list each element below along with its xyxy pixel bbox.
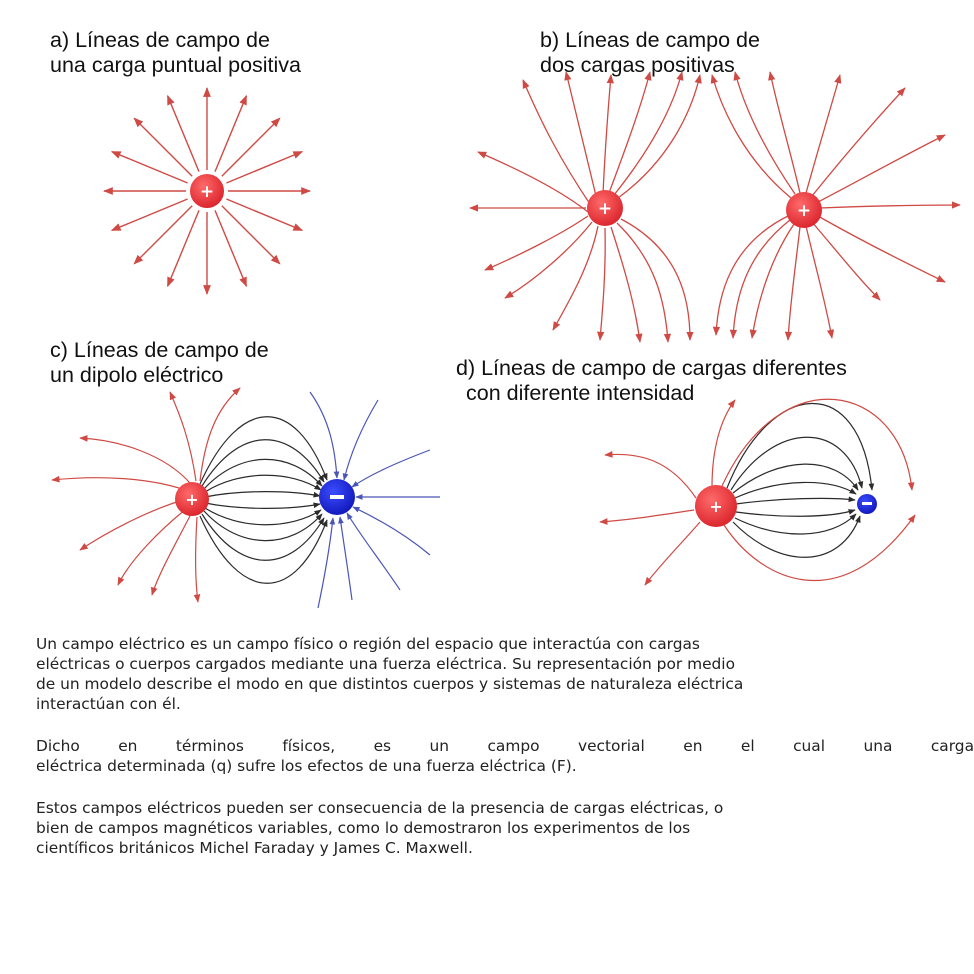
paragraph-2-line-2: eléctrica determinada (q) sufre los efec… [36, 757, 577, 775]
field-line [226, 198, 304, 232]
svg-text:+: + [709, 497, 722, 516]
field-line [133, 205, 193, 265]
negative-charge-d [857, 494, 877, 514]
field-line [221, 117, 281, 177]
panel-b-title: b) Líneas de campo de dos cargas positiv… [540, 28, 760, 78]
panel-c-title-line-2: un dipolo eléctrico [50, 363, 224, 387]
paragraph-2-word: una [863, 737, 893, 755]
positive-charge-b-right: + [786, 192, 822, 228]
negative-charge-c [319, 479, 355, 515]
paragraph-3-line-3: científicos británicos Michel Faraday y … [36, 839, 473, 857]
panel-d-connecting-lines [726, 402, 875, 558]
paragraph-2-word: cual [793, 737, 826, 755]
field-line [221, 205, 281, 265]
panel-c-positive-lines [51, 387, 241, 603]
positive-charge-c: + [175, 482, 209, 516]
field-line [226, 150, 304, 184]
field-lines-figure: + [51, 71, 961, 609]
paragraph-2-word: físicos, [282, 737, 336, 755]
field-line [214, 94, 248, 172]
paragraph-2-word: en [118, 737, 138, 755]
panel-b-field-lines [469, 71, 961, 343]
field-line [133, 117, 193, 177]
field-line [166, 94, 200, 172]
paragraph-2-line-1: Dicho en términos físicos, es un campo vectoria… [36, 736, 974, 756]
panel-c-title: c) Líneas de campo de un dipolo eléctric… [50, 338, 269, 388]
paragraph-2-word: en [683, 737, 703, 755]
paragraph-2-word: es [373, 737, 392, 755]
positive-charge-d: + [695, 485, 737, 527]
panel-c-negative-lines [309, 391, 440, 609]
field-line [166, 210, 200, 288]
paragraph-2-word: Dicho [36, 737, 80, 755]
paragraph-2-word: carga [930, 737, 974, 755]
paragraph-1-line-4: interactúan con él. [36, 695, 181, 713]
svg-text:+: + [200, 182, 214, 202]
paragraph-1-line-3: de un modelo describe el modo en que dis… [36, 675, 744, 693]
paragraph-2-word: el [740, 737, 755, 755]
panel-a-field-lines [103, 87, 311, 295]
paragraph-2-word: vectorial [577, 737, 645, 755]
panel-d-positive-lines [599, 398, 916, 586]
field-line [110, 150, 188, 184]
paragraph-2-word: campo [487, 737, 540, 755]
positive-charge-b-left: + [587, 190, 623, 226]
panel-d-title: d) Líneas de campo de cargas diferentes … [456, 356, 847, 406]
positive-charge-a: + [190, 174, 224, 208]
paragraph-1-line-1: Un campo eléctrico es un campo físico o … [36, 635, 700, 653]
svg-text:+: + [797, 201, 811, 221]
panel-b-title-line-1: b) Líneas de campo de [540, 28, 760, 52]
paragraph-3: Estos campos eléctricos pueden ser conse… [36, 798, 974, 858]
panel-c-title-line-1: c) Líneas de campo de [50, 338, 269, 362]
paragraph-3-line-2: bien de campos magnéticos variables, com… [36, 819, 691, 837]
paragraph-3-line-1: Estos campos eléctricos pueden ser conse… [36, 799, 724, 817]
svg-text:+: + [598, 199, 612, 219]
panel-b-diagram: + + [469, 71, 961, 343]
panel-a-diagram: + [103, 87, 311, 295]
panel-a-title-line-2: una carga puntual positiva [50, 53, 302, 77]
panel-b-title-line-2: dos cargas positivas [540, 53, 735, 77]
panel-d-title-line-1: d) Líneas de campo de cargas diferentes [456, 356, 847, 380]
paragraph-2-word: un [429, 737, 450, 755]
article-text: Un campo eléctrico es un campo físico o … [36, 634, 974, 880]
panel-d-title-line-2: con diferente intensidad [466, 381, 695, 405]
field-line [214, 210, 248, 288]
panel-a-title-line-1: a) Líneas de campo de [50, 28, 270, 52]
panel-c-connecting-lines [199, 416, 328, 584]
svg-text:+: + [185, 490, 198, 509]
paragraph-1: Un campo eléctrico es un campo físico o … [36, 634, 974, 714]
field-line [110, 198, 188, 232]
panel-d-diagram: + [599, 398, 916, 586]
paragraph-2: Dicho en términos físicos, es un campo vectoria… [36, 736, 974, 776]
panel-a-title: a) Líneas de campo de una carga puntual … [50, 28, 301, 78]
panel-c-diagram: + [51, 387, 440, 609]
paragraph-1-line-2: eléctricas o cuerpos cargados mediante u… [36, 655, 736, 673]
paragraph-2-word: términos [175, 737, 244, 755]
